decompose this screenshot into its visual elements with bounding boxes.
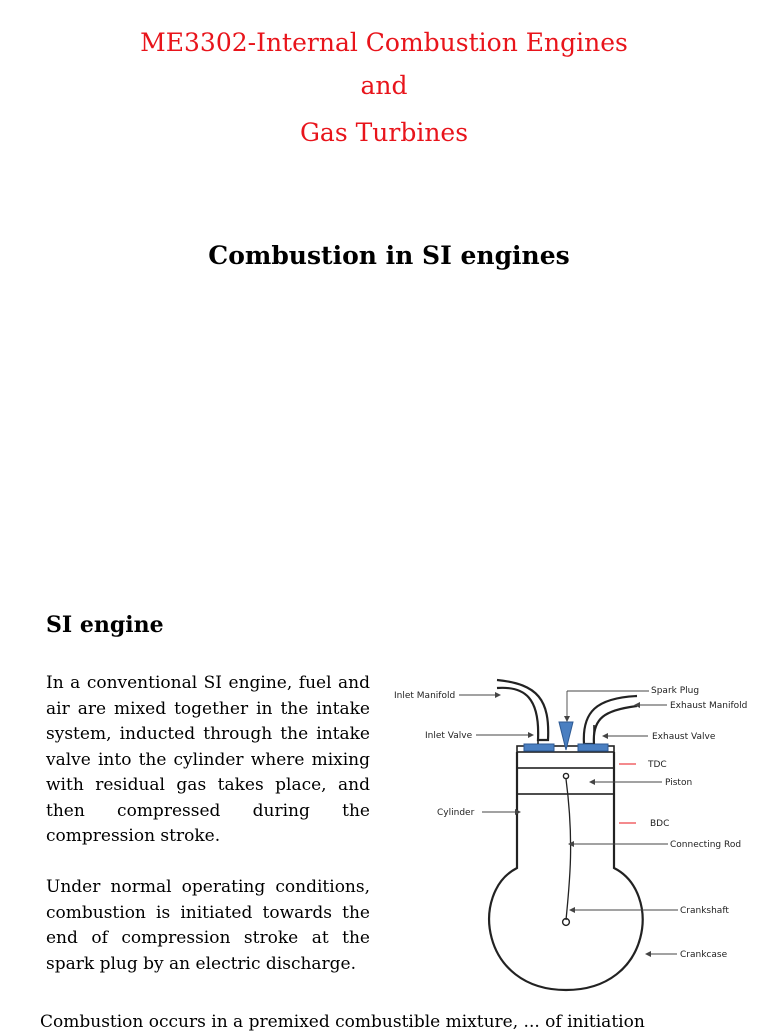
paragraph-ignition: Under normal operating conditions, combu… [46,877,370,974]
spark-plug [558,721,574,751]
label-inlet-valve: Inlet Valve [425,731,473,741]
inlet-valve [523,743,555,752]
cylinder-crankcase-outline [488,752,644,992]
section-heading: SI engine [46,612,164,638]
cutoff-line: Combustion occurs in a premixed combusti… [40,1012,645,1032]
exhaust-valve [577,743,609,752]
label-bdc: BDC [650,819,669,829]
course-title-conjunction: and [360,71,408,100]
label-crankcase: Crankcase [680,950,728,960]
label-connecting-rod: Connecting Rod [670,840,741,850]
inlet-manifold-pipe [496,678,550,742]
label-spark-plug: Spark Plug [651,686,699,696]
paragraph-mixing: In a conventional SI engine, fuel and ai… [46,673,370,846]
course-title: ME3302-Internal Combustion Engines [140,28,628,57]
label-tdc: TDC [647,760,667,770]
topic-title: Combustion in SI engines [208,241,570,270]
si-engine-diagram: Inlet Manifold Inlet Valve Cylinder Spar… [394,678,747,992]
label-exhaust-valve: Exhaust Valve [652,732,716,742]
crankshaft-pin [561,917,571,927]
connecting-rod [565,778,572,921]
label-exhaust-manifold: Exhaust Manifold [670,701,747,711]
label-inlet-manifold: Inlet Manifold [394,691,455,701]
exhaust-manifold-pipe [582,694,638,746]
label-piston: Piston [665,778,692,788]
label-crankshaft: Crankshaft [680,906,729,916]
piston [516,767,615,795]
label-cylinder: Cylinder [437,808,475,818]
course-title-continued: Gas Turbines [299,118,469,147]
